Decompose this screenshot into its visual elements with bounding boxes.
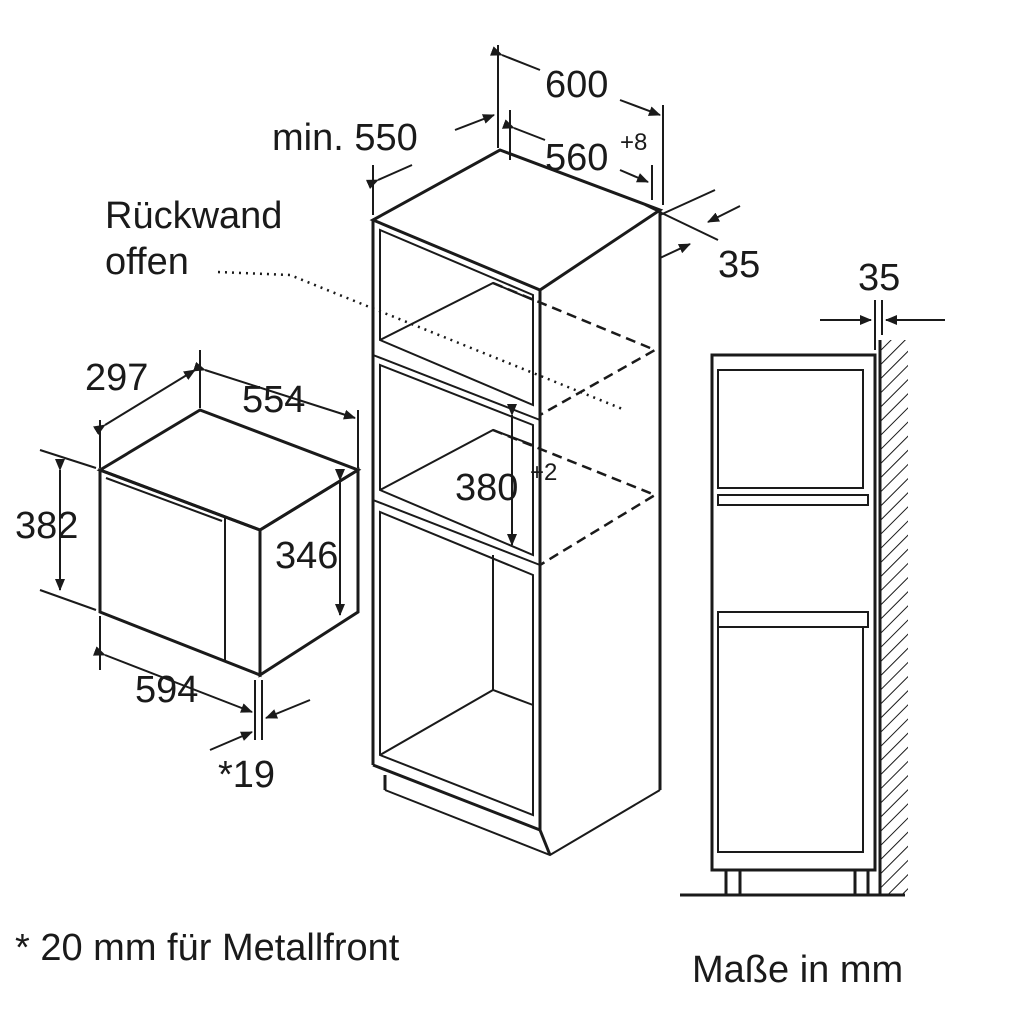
label-gap-back: 35 [718, 244, 760, 286]
label-rear-wall: Rückwand [105, 195, 282, 237]
label-inner-width: 560 [545, 137, 608, 179]
label-mw-depth: 297 [85, 357, 148, 399]
side-view-drawing [680, 300, 945, 897]
label-width-total: 600 [545, 64, 608, 106]
label-mw-width-inner: 554 [242, 379, 305, 421]
cabinet-dimensions [365, 45, 741, 546]
label-niche-height: 380 [455, 467, 518, 509]
label-mw-width: 594 [135, 669, 198, 711]
label-front-offset: *19 [218, 754, 275, 796]
label-mw-body-height: 346 [275, 535, 338, 577]
label-min-depth: min. 550 [272, 117, 418, 159]
label-side-gap: 35 [858, 257, 900, 299]
units-note: Maße in mm [692, 949, 903, 991]
label-rear-wall-open: offen [105, 241, 189, 283]
cabinet-drawing [217, 148, 664, 857]
label-inner-width-tolerance: +8 [620, 129, 647, 156]
label-mw-height: 382 [15, 505, 78, 547]
label-niche-height-tolerance: +2 [530, 459, 557, 486]
microwave-dimensions [39, 350, 359, 751]
footnote: * 20 mm für Metallfront [15, 927, 400, 969]
